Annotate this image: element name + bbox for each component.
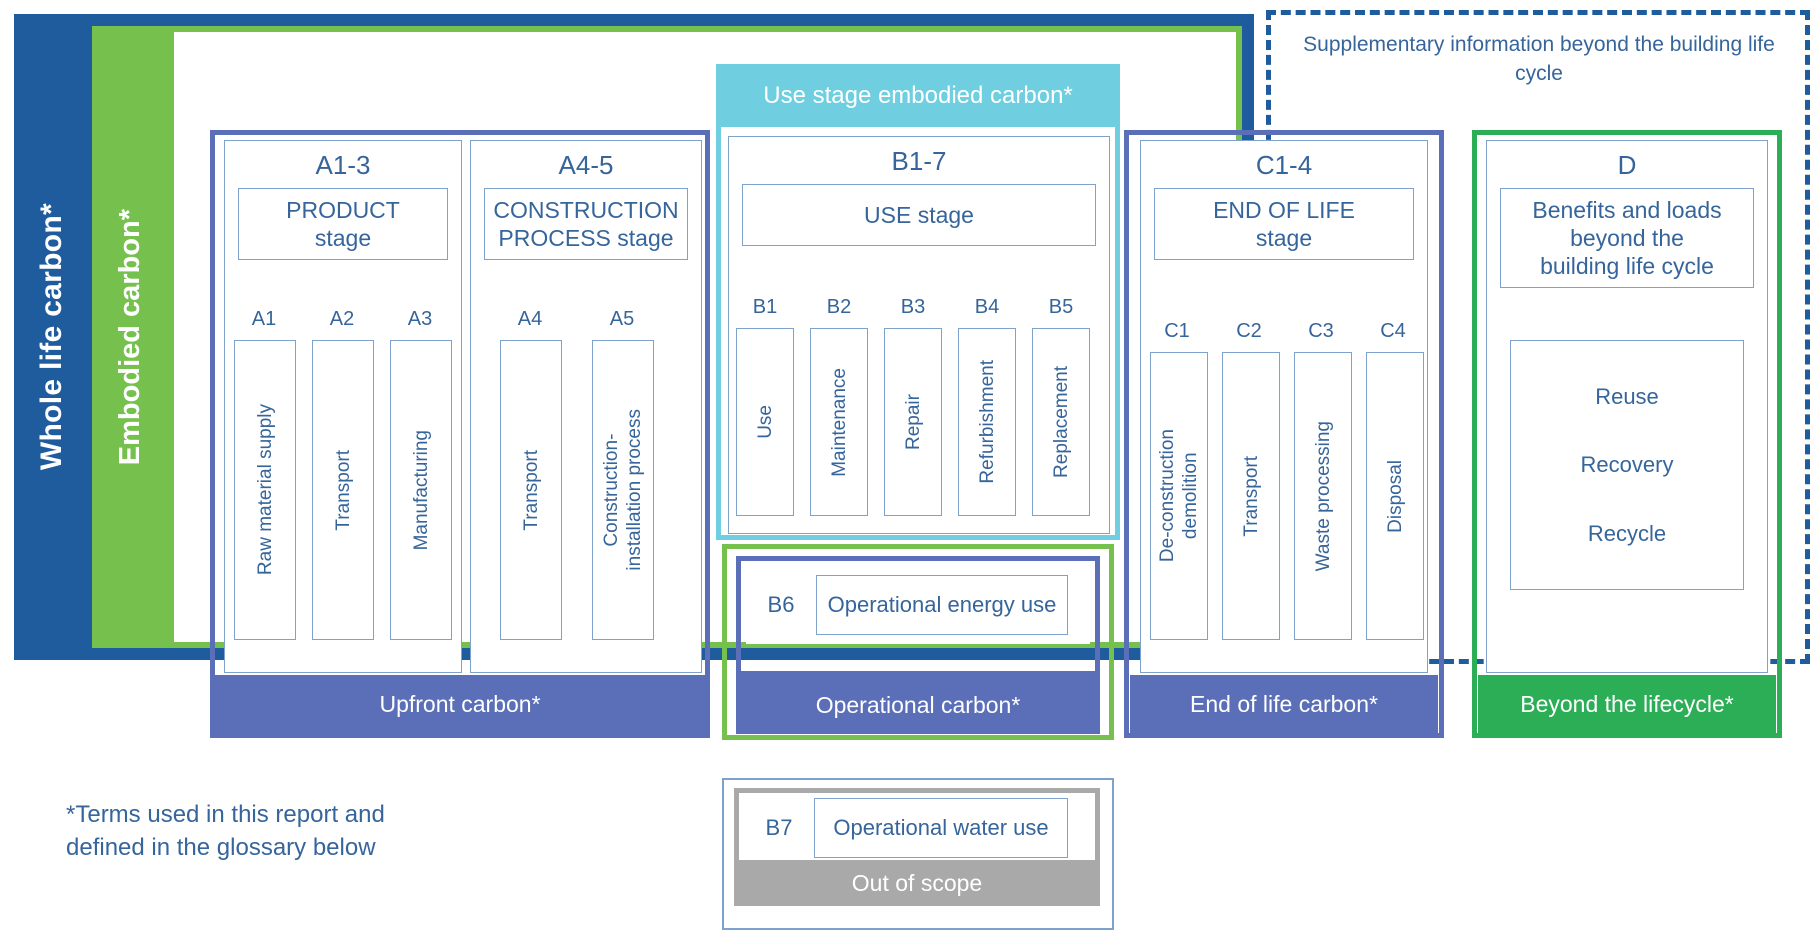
end-of-life-group-outline [1124, 130, 1444, 738]
col-code-a5: A5 [609, 308, 635, 330]
module-d-item-recovery: Recovery [1580, 452, 1674, 477]
embodied-carbon-label-wrap: Embodied carbon* [92, 26, 168, 648]
module-a4-5: A4-5 CONSTRUCTION PROCESS stage A4 A5 Tr… [470, 140, 702, 673]
operational-carbon-footer-label: Operational carbon* [815, 691, 1021, 718]
col-box-a5: Construction- installation process [592, 340, 654, 640]
beyond-lifecycle-footer-label: Beyond the lifecycle* [1520, 690, 1734, 717]
row-b7-label: Operational water use [814, 798, 1068, 858]
col-box-b1: Use [736, 328, 794, 516]
beyond-lifecycle-footer: Beyond the lifecycle* [1478, 675, 1776, 733]
module-d-title: Benefits and loads beyond the building l… [1500, 188, 1754, 288]
col-label-b4: Refurbishment [976, 360, 998, 484]
col-box-b3: Repair [884, 328, 942, 516]
module-c1-4-code: C1-4 [1255, 150, 1313, 180]
col-code-a4: A4 [517, 308, 543, 330]
module-c1-4-title: END OF LIFE stage [1154, 188, 1414, 260]
col-label-b1: Use [754, 405, 776, 439]
col-label-a2: Transport [332, 449, 354, 531]
col-label-b5: Replacement [1050, 366, 1072, 478]
end-of-life-carbon-footer-label: End of life carbon* [1190, 690, 1378, 717]
glossary-footnote: *Terms used in this report and defined i… [66, 801, 385, 861]
col-box-c3: Waste processing [1294, 352, 1352, 640]
operational-carbon-group-outline [736, 556, 1100, 676]
operational-carbon-footer: Operational carbon* [736, 676, 1100, 734]
col-code-b3: B3 [900, 296, 926, 318]
out-of-scope-footer-label: Out of scope [851, 869, 983, 896]
module-b1-7-title: USE stage [742, 184, 1096, 246]
col-code-c4: C4 [1380, 320, 1406, 342]
module-c1-4: C1-4 END OF LIFE stage C1 C2 C3 C4 De-co… [1140, 140, 1428, 673]
upfront-carbon-group-outline [210, 130, 710, 738]
module-b1-7: B1-7 USE stage B1 B2 B3 B4 B5 Use Mainte… [728, 136, 1110, 534]
module-a1-3-title: PRODUCT stage [238, 188, 448, 260]
col-label-c4: Disposal [1384, 459, 1406, 533]
use-stage-embodied-carbon-outline [716, 122, 1120, 540]
use-stage-embodied-carbon-bar: Use stage embodied carbon* [716, 64, 1120, 122]
operational-carbon-green-outline [722, 544, 1114, 740]
row-b6: B6 Operational energy use [746, 566, 1090, 644]
row-b6-code: B6 [767, 592, 795, 617]
end-of-life-carbon-footer: End of life carbon* [1130, 675, 1438, 733]
embodied-carbon-label: Embodied carbon* [113, 208, 146, 466]
row-b7: B7 Operational water use [744, 796, 1090, 860]
col-code-b5: B5 [1048, 296, 1074, 318]
module-d-item-recycle: Recycle [1587, 520, 1667, 546]
col-code-a3: A3 [407, 308, 433, 330]
col-box-a1: Raw material supply [234, 340, 296, 640]
col-box-b2: Maintenance [810, 328, 868, 516]
upfront-carbon-footer: Upfront carbon* [215, 675, 705, 733]
row-b6-label: Operational energy use [816, 575, 1068, 635]
col-code-a1: A1 [251, 308, 277, 330]
module-a1-3-code: A1-3 [315, 150, 371, 180]
col-box-c2: Transport [1222, 352, 1280, 640]
col-code-a2: A2 [329, 308, 355, 330]
col-box-a3: Manufacturing [390, 340, 452, 640]
col-box-a2: Transport [312, 340, 374, 640]
col-label-a1: Raw material supply [254, 404, 276, 576]
module-a1-3: A1-3 PRODUCT stage A1 A2 A3 Raw material… [224, 140, 462, 673]
use-stage-embodied-carbon-label: Use stage embodied carbon* [763, 82, 1073, 109]
col-label-b2: Maintenance [828, 367, 850, 477]
col-box-c4: Disposal [1366, 352, 1424, 640]
whole-life-carbon-label-wrap: Whole life carbon* [14, 14, 90, 660]
module-b1-7-code: B1-7 [891, 146, 947, 176]
module-d-items: Reuse Recovery Recycle [1510, 340, 1744, 590]
beyond-lifecycle-group-outline [1472, 130, 1782, 738]
col-code-c1: C1 [1164, 320, 1190, 342]
col-code-b2: B2 [826, 296, 852, 318]
whole-life-carbon-label: Whole life carbon* [35, 203, 68, 471]
col-code-c3: C3 [1308, 320, 1334, 342]
module-d: D Benefits and loads beyond the building… [1486, 140, 1768, 673]
module-d-code: D [1617, 150, 1637, 180]
out-of-scope-outer-outline [722, 778, 1114, 930]
col-box-a4: Transport [500, 340, 562, 640]
module-a4-5-code: A4-5 [558, 150, 614, 180]
col-box-b5: Replacement [1032, 328, 1090, 516]
col-label-c2: Transport [1240, 455, 1262, 537]
supplementary-information-note: Supplementary information beyond the bui… [1303, 33, 1775, 85]
col-label-a4: Transport [520, 449, 542, 531]
col-code-c2: C2 [1236, 320, 1262, 342]
col-box-b4: Refurbishment [958, 328, 1016, 516]
col-code-b1: B1 [752, 296, 778, 318]
col-label-a3: Manufacturing [410, 429, 432, 551]
col-label-a5: Construction- installation process [601, 409, 645, 571]
out-of-scope-footer: Out of scope [734, 860, 1100, 906]
col-label-c1: De-construction demolition [1157, 429, 1201, 563]
module-d-item-reuse: Reuse [1595, 383, 1659, 409]
col-box-c1: De-construction demolition [1150, 352, 1208, 640]
col-code-b4: B4 [974, 296, 1000, 318]
upfront-carbon-footer-label: Upfront carbon* [379, 690, 541, 717]
row-b7-code: B7 [765, 815, 793, 840]
col-label-b3: Repair [902, 394, 924, 450]
col-label-c3: Waste processing [1312, 420, 1334, 572]
module-a4-5-title: CONSTRUCTION PROCESS stage [484, 188, 688, 260]
